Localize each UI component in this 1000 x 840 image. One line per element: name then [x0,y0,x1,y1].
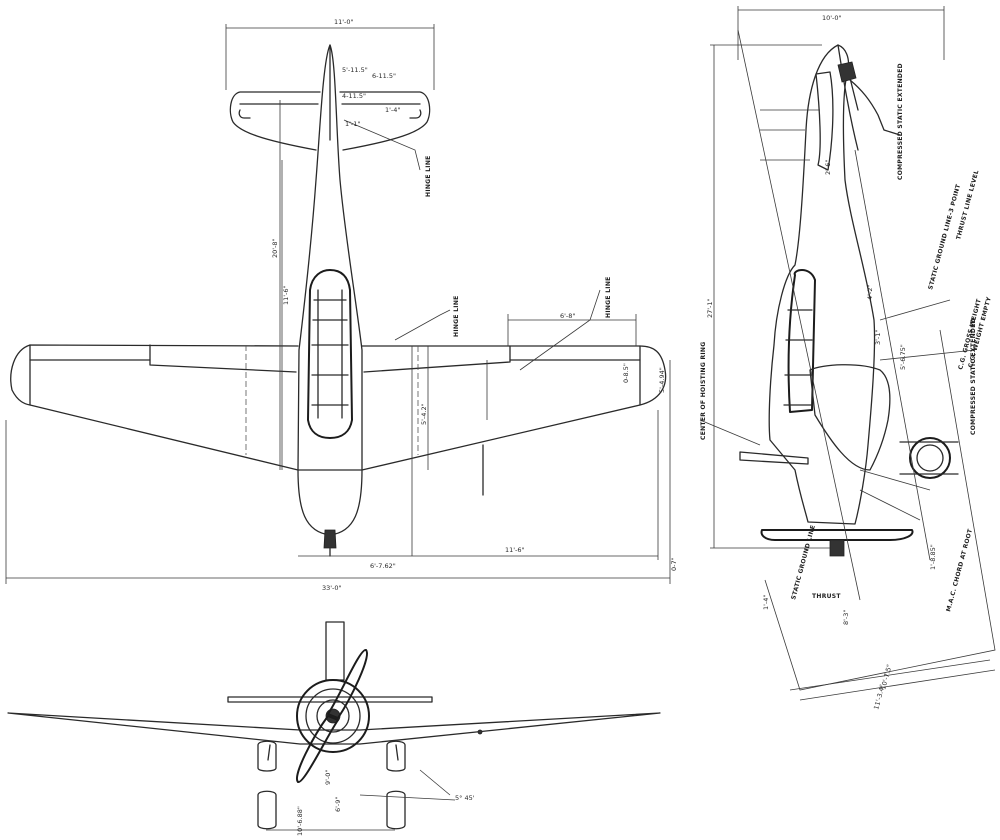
tail-dim-5: 1'-1" [345,120,360,128]
side-dim-4: 2'-6" [824,160,832,175]
ground-angle-label: STATIC GROUND LINE [790,524,817,600]
tip-offset-label: 0-7" [670,557,678,571]
side-wing-section [809,364,891,471]
hinge-line-tail-label: HINGE LINE [425,155,432,197]
hoisting-ring-label: CENTER OF HOISTING RING [700,342,707,440]
side-view: 27'-1" 10'-0" CENTER OF HOISTING RING CO… [699,6,996,711]
tail-dim-2: 6-11.5" [372,72,396,80]
tail-dim-1: 5'-11.5" [342,66,368,74]
side-dim-1: 1'-4" [762,595,770,610]
tail-span-label: 11'-0" [334,18,354,26]
tail-dim-3: 4-11.5" [342,92,366,100]
thrust-line-label: THRUST LINE LEVEL [955,169,980,240]
chord-tip-label: 0-8.5" [622,363,630,383]
span-label: 33'-0" [322,584,342,592]
wing-outline [10,344,667,471]
tip-chord-label: 5'-4.94" [658,367,666,393]
engine-cowl [296,679,370,753]
left-wheel-front [257,740,277,772]
wing-root-label: 5'-4.2" [420,403,428,425]
thrust-label: THRUST [812,593,841,600]
track-dim-label: 10'-6.88" [296,806,304,836]
side-dim-3: 1'-8.85" [929,544,937,570]
side-propeller [760,529,914,541]
side-canopy [787,269,816,413]
hinge-line-wing-label: HINGE LINE [453,295,460,337]
side-dim-6: 5'-6.75" [899,344,907,370]
right-wheel-front [386,740,406,772]
length-label: 27'-1" [706,298,714,318]
canopy [307,269,353,439]
side-dim-7: 4'-2" [866,285,874,300]
top-height-label: 10'-0" [822,14,842,22]
side-dim-2: 8'-3" [842,610,850,625]
horizontal-tail [229,91,321,151]
tail-dim-4: 1'-4" [385,106,400,114]
plan-view: 33'-0" 11'-0" 20'-8" 11'-6" 11'-6" 6'-7.… [5,18,678,592]
length-fwd-label: 11'-6" [282,285,290,305]
gear-dim-label: 6'-9" [334,797,342,812]
half-span-label: 11'-6" [505,546,525,554]
compressed-static-extended-label: COMPRESSED STATIC EXTENDED [897,63,904,180]
dim-bottom-2: 11'-3.4" [872,684,886,711]
aileron-length-label: 6'-8" [560,312,575,320]
rudder [815,71,834,171]
length-cockpit-label: 20'-8" [271,238,279,258]
compressed-lower-label: COMPRESSED STATIC EXTENDED [970,318,977,435]
side-cowl [909,437,951,479]
prop-dim-label: 9'-0" [324,770,332,785]
dihedral-label: 5° 45' [455,794,475,802]
hinge-line-aileron-label: HINGE LINE [605,276,612,318]
propeller [327,648,369,719]
side-dim-5: 3'-1" [874,330,882,345]
front-view: 9'-0" 6'-9" 10'-6.88" 5° 45' [7,621,661,836]
dim-axis-label: 6'-7.62" [370,562,396,570]
mac-label: M.A.C. CHORD AT ROOT [945,527,974,612]
side-fuselage [768,44,876,525]
